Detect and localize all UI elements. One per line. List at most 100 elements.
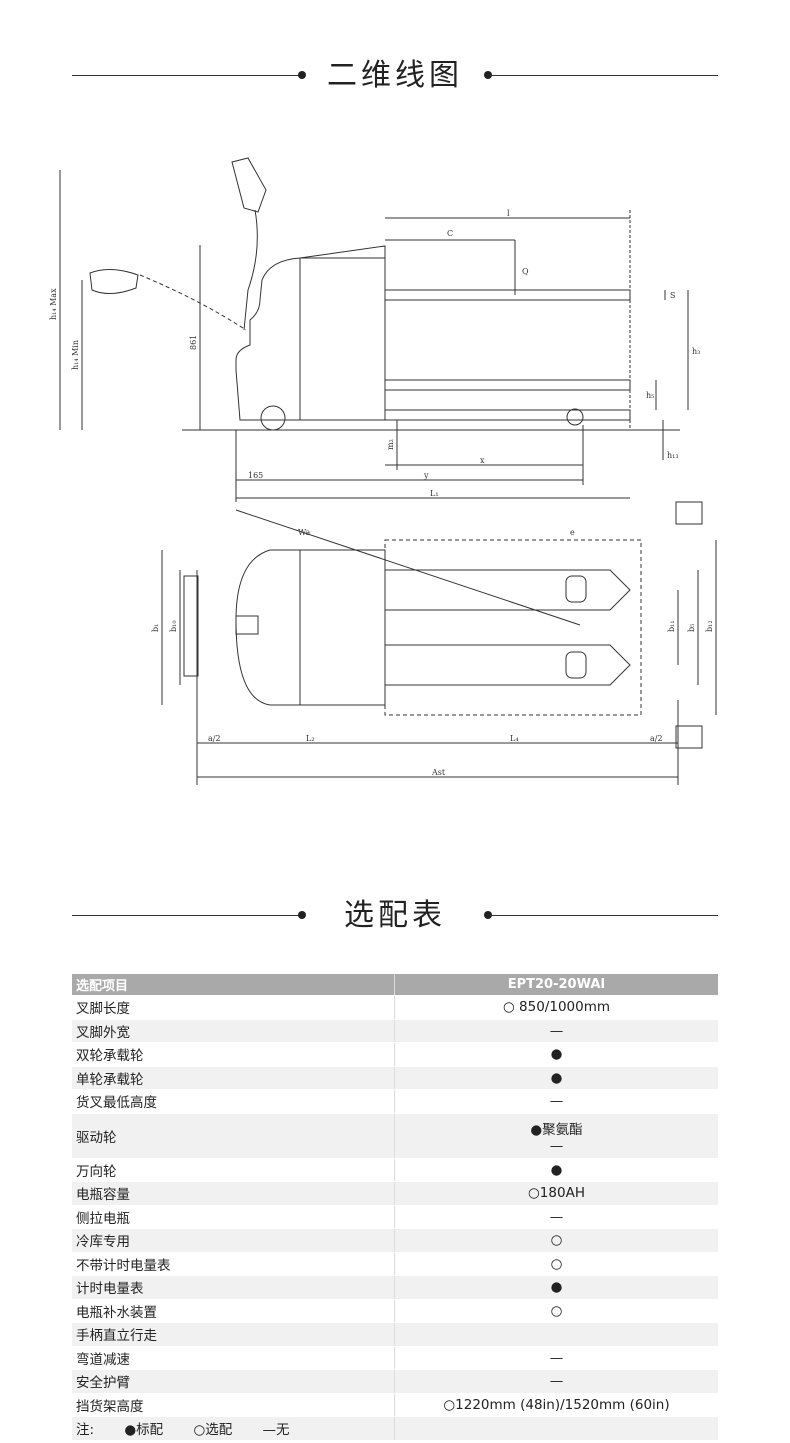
row-item: 电瓶容量 — [72, 1181, 395, 1206]
label-l4: L₄ — [510, 734, 519, 743]
heading-left-dot — [298, 71, 306, 79]
label-l1: L₁ — [430, 489, 439, 498]
label-m2: m₂ — [386, 439, 395, 450]
table-row: 不带计时电量表○ — [72, 1252, 718, 1276]
row-value: — — [394, 1019, 718, 1043]
row-item: 双轮承载轮 — [72, 1042, 395, 1067]
top-fork-upper — [385, 569, 631, 611]
wall-hatch-left — [183, 575, 199, 677]
note-optional: ○选配 — [193, 1422, 233, 1439]
label-a2-right: a/2 — [650, 734, 663, 743]
label-wa: Wa — [298, 528, 311, 537]
truck-body — [235, 245, 386, 421]
row-value: ● — [394, 1275, 718, 1300]
table-header-row: 选配项目 EPT20-20WAI — [72, 974, 718, 996]
row-value — [394, 1322, 718, 1347]
wall-hatch-top — [675, 501, 703, 525]
label-b10: b₁₀ — [169, 620, 178, 632]
table-row: 驱动轮 ●聚氨酯— — [72, 1113, 718, 1159]
wall-hatch-bottom — [675, 725, 703, 749]
row-item: 叉脚外宽 — [72, 1019, 395, 1043]
heading-left-dot — [298, 911, 306, 919]
table-row: 侧拉电瓶— — [72, 1205, 718, 1229]
heading-right-dot — [484, 71, 492, 79]
drawing-title: 二维线图 — [327, 58, 463, 93]
row-value: ○1220mm (48in)/1520mm (60in) — [394, 1393, 718, 1417]
label-x: x — [480, 456, 485, 465]
tiller-upright — [243, 209, 258, 331]
heading-right-rule — [490, 915, 718, 916]
note-none: —无 — [262, 1422, 290, 1439]
heading-left-rule — [72, 915, 300, 916]
fork-upper — [384, 289, 631, 301]
label-s: S — [670, 291, 675, 300]
note-standard: ●标配 — [124, 1422, 164, 1439]
table-row: 万向轮● — [72, 1158, 718, 1182]
row-value: — — [394, 1089, 718, 1114]
tiller-head-lowered — [89, 269, 139, 294]
row-value: ○ — [394, 1228, 718, 1253]
row-item: 单轮承载轮 — [72, 1066, 395, 1090]
table-row: 手柄直立行走 — [72, 1322, 718, 1347]
load-wheel — [566, 408, 584, 426]
fork-bottom — [384, 409, 631, 421]
label-b12: b₁₂ — [705, 620, 714, 632]
row-value: ● — [394, 1066, 718, 1090]
header-model: EPT20-20WAI — [394, 974, 718, 996]
row-value: — — [394, 1205, 718, 1229]
label-h5: h₅ — [646, 391, 654, 400]
row-value-line2: — — [549, 1137, 564, 1154]
row-item: 计时电量表 — [72, 1275, 395, 1300]
pallet-outline — [384, 539, 642, 716]
row-item: 电瓶补水装置 — [72, 1299, 395, 1323]
note-empty-cell — [394, 1416, 718, 1441]
drive-wheel — [260, 405, 286, 431]
table-row: 货叉最低高度— — [72, 1089, 718, 1114]
row-value: ○180AH — [394, 1181, 718, 1206]
row-value-line1: ●聚氨酯 — [530, 1121, 583, 1138]
dim-wa — [235, 509, 581, 626]
table-row: 安全护臂— — [72, 1369, 718, 1394]
table-row: 冷库专用○ — [72, 1228, 718, 1253]
heading-right-dot — [484, 911, 492, 919]
label-b11: b₁₁ — [667, 620, 676, 632]
table-row: 挡货架高度○1220mm (48in)/1520mm (60in) — [72, 1393, 718, 1417]
label-l2: L₂ — [306, 734, 315, 743]
table-row: 弯道减速— — [72, 1346, 718, 1370]
top-load-wheel-upper — [565, 575, 587, 603]
label-l: l — [507, 209, 510, 218]
options-table: 选配项目 EPT20-20WAI 叉脚长度○ 850/1000mm 叉脚外宽— … — [72, 974, 718, 1441]
header-item: 选配项目 — [72, 974, 395, 996]
row-item: 手柄直立行走 — [72, 1322, 395, 1347]
label-a2-left: a/2 — [208, 734, 221, 743]
label-c: C — [447, 229, 453, 238]
label-h14-max: h₁₄ Max — [49, 288, 58, 320]
table-note-row: 注: ●标配 ○选配 —无 — [72, 1416, 718, 1441]
battery-housing — [299, 257, 386, 421]
tiller-head-upright — [231, 157, 267, 213]
table-title: 选配表 — [344, 898, 446, 933]
label-e: e — [570, 528, 575, 537]
label-861: 861 — [189, 335, 198, 350]
row-item: 弯道减速 — [72, 1346, 395, 1370]
label-q: Q — [522, 267, 529, 276]
row-item: 货叉最低高度 — [72, 1089, 395, 1114]
heading-right-rule — [490, 75, 718, 76]
table-row: 叉脚长度○ 850/1000mm — [72, 995, 718, 1020]
row-item: 挡货架高度 — [72, 1393, 395, 1417]
label-h14-min: h₁₄ Min — [71, 340, 80, 370]
row-item: 安全护臂 — [72, 1369, 395, 1394]
tiller-lowered — [139, 274, 247, 331]
table-section-heading: 选配表 — [0, 896, 790, 936]
row-item: 驱动轮 — [72, 1113, 395, 1159]
table-row: 电瓶容量○180AH — [72, 1181, 718, 1206]
row-value: ○ — [394, 1252, 718, 1276]
legend-note: 注: ●标配 ○选配 —无 — [72, 1416, 395, 1441]
top-load-wheel-lower — [565, 651, 587, 679]
row-item: 万向轮 — [72, 1158, 395, 1182]
note-label: 注: — [76, 1422, 95, 1439]
row-value: ● — [394, 1042, 718, 1067]
table-row: 单轮承载轮● — [72, 1066, 718, 1090]
row-value: ○ 850/1000mm — [394, 995, 718, 1020]
table-row: 电瓶补水装置○ — [72, 1299, 718, 1323]
